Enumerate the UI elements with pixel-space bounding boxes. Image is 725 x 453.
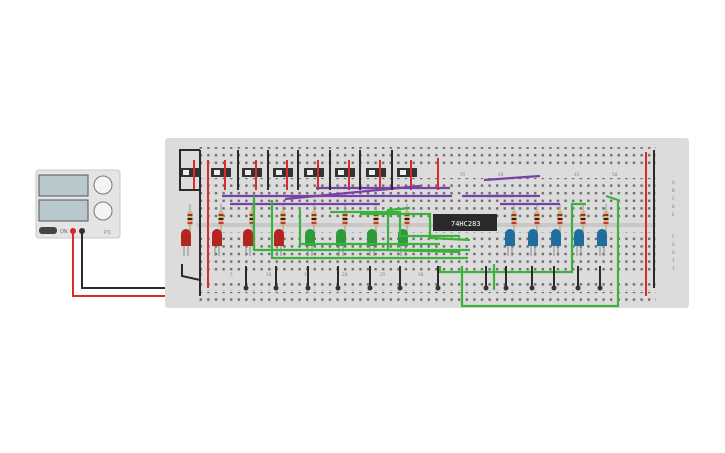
col-label-1: 1 — [200, 272, 203, 278]
slide-switch[interactable] — [211, 160, 231, 190]
slide-switch[interactable] — [335, 160, 355, 190]
led-group — [181, 229, 607, 256]
slide-switch[interactable] — [180, 160, 200, 190]
chip-label: 74HC283 — [451, 220, 481, 228]
black-supply-wire[interactable] — [81, 232, 202, 289]
col-label-45: 45 — [574, 172, 580, 178]
row-label-c: C — [672, 196, 675, 202]
led-blue[interactable] — [505, 229, 515, 256]
slide-switch[interactable] — [397, 160, 417, 190]
row-label-i: I — [672, 258, 675, 264]
row-label-j: J — [672, 266, 675, 272]
wire-endpoint[interactable] — [367, 285, 373, 291]
resistor[interactable] — [280, 204, 286, 234]
wire-endpoint[interactable] — [551, 285, 557, 291]
led-blue[interactable] — [597, 229, 607, 256]
resistor-group — [187, 204, 609, 234]
power-supply-brand: PS — [104, 230, 111, 236]
slide-switch[interactable] — [366, 160, 386, 190]
wire-endpoint[interactable] — [597, 285, 603, 291]
led-blue[interactable] — [551, 229, 561, 256]
wire-endpoint[interactable] — [273, 285, 279, 291]
slide-switch[interactable] — [242, 160, 262, 190]
resistor[interactable] — [603, 204, 609, 234]
col-label-5: 5 — [230, 272, 233, 278]
power-supply[interactable]: ON PS — [35, 169, 121, 239]
wire-endpoint[interactable] — [305, 285, 311, 291]
wire-endpoint[interactable] — [335, 285, 341, 291]
col-label-20: 20 — [342, 272, 348, 278]
power-button[interactable] — [39, 227, 57, 234]
row-label-e: E — [672, 212, 675, 218]
col-label-50: 50 — [612, 172, 618, 178]
resistor[interactable] — [534, 204, 540, 234]
red-supply-wire[interactable] — [72, 232, 202, 297]
led-red[interactable] — [181, 229, 191, 256]
col-label-10: 10 — [266, 272, 272, 278]
resistor[interactable] — [187, 204, 193, 234]
col-label-25: 25 — [380, 272, 386, 278]
resistor[interactable] — [511, 204, 517, 234]
led-blue[interactable] — [574, 229, 584, 256]
resistor[interactable] — [311, 204, 317, 234]
row-label-f: F — [672, 234, 675, 240]
col-label-35: 35 — [460, 172, 466, 178]
col-label-30: 30 — [418, 272, 424, 278]
row-label-d: D — [672, 204, 675, 210]
wire-endpoint[interactable] — [575, 285, 581, 291]
led-red[interactable] — [243, 229, 253, 256]
short-leads[interactable] — [179, 149, 439, 281]
row-label-b: B — [672, 188, 675, 194]
purple-wires[interactable] — [222, 174, 560, 206]
resistor[interactable] — [342, 204, 348, 234]
wire-endpoint[interactable] — [529, 285, 535, 291]
wire-endpoint[interactable] — [435, 285, 441, 291]
wire-endpoint[interactable] — [397, 285, 403, 291]
adder-chip[interactable]: 74HC283 — [433, 214, 497, 231]
resistor[interactable] — [557, 204, 563, 234]
col-label-40: 40 — [498, 172, 504, 178]
green-wires[interactable] — [252, 194, 620, 308]
switch-group — [180, 160, 417, 190]
resistor[interactable] — [218, 204, 224, 234]
led-blue[interactable] — [528, 229, 538, 256]
wire-endpoint[interactable] — [503, 285, 509, 291]
wire-endpoint[interactable] — [483, 285, 489, 291]
power-button-label: ON — [60, 229, 68, 235]
row-label-h: H — [672, 250, 675, 256]
breadboard[interactable]: A B C D E F G H I J 1 5 10 15 20 25 30 3… — [165, 138, 689, 308]
row-label-a: A — [672, 180, 675, 186]
led-red[interactable] — [212, 229, 222, 256]
row-label-g: G — [672, 242, 675, 248]
slide-switch[interactable] — [273, 160, 293, 190]
wire-endpoint[interactable] — [243, 285, 249, 291]
col-label-15: 15 — [304, 272, 310, 278]
ground-leads[interactable] — [243, 266, 603, 291]
slide-switch[interactable] — [304, 160, 324, 190]
resistor[interactable] — [580, 204, 586, 234]
